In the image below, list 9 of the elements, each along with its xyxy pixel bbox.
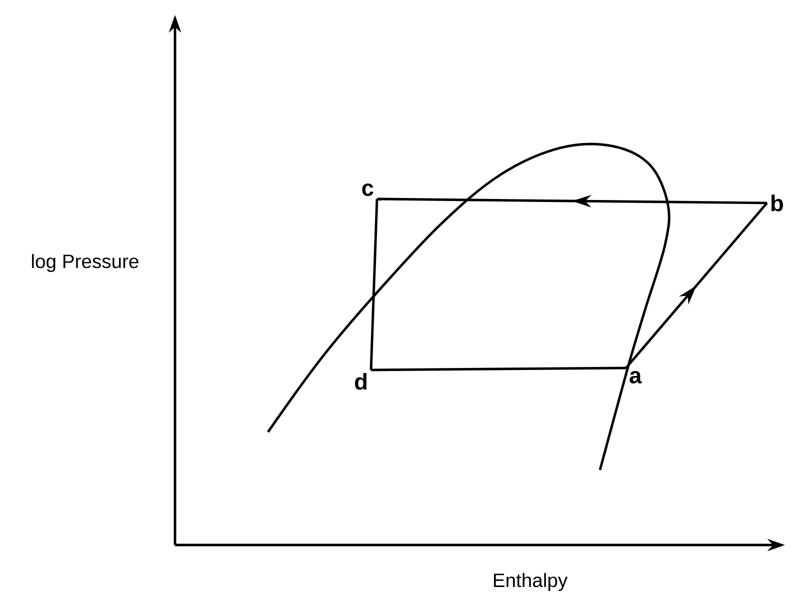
point-label: b [772, 194, 783, 212]
point-label: a [630, 370, 642, 384]
point-label: d [355, 372, 367, 390]
axis-label: Enthalpy [494, 572, 568, 591]
point-label: c [362, 184, 374, 196]
cycle-line [625, 202, 768, 369]
cycle-line [371, 366, 626, 372]
axis-label: log Pressure [32, 254, 138, 272]
cycle-line [370, 198, 378, 370]
